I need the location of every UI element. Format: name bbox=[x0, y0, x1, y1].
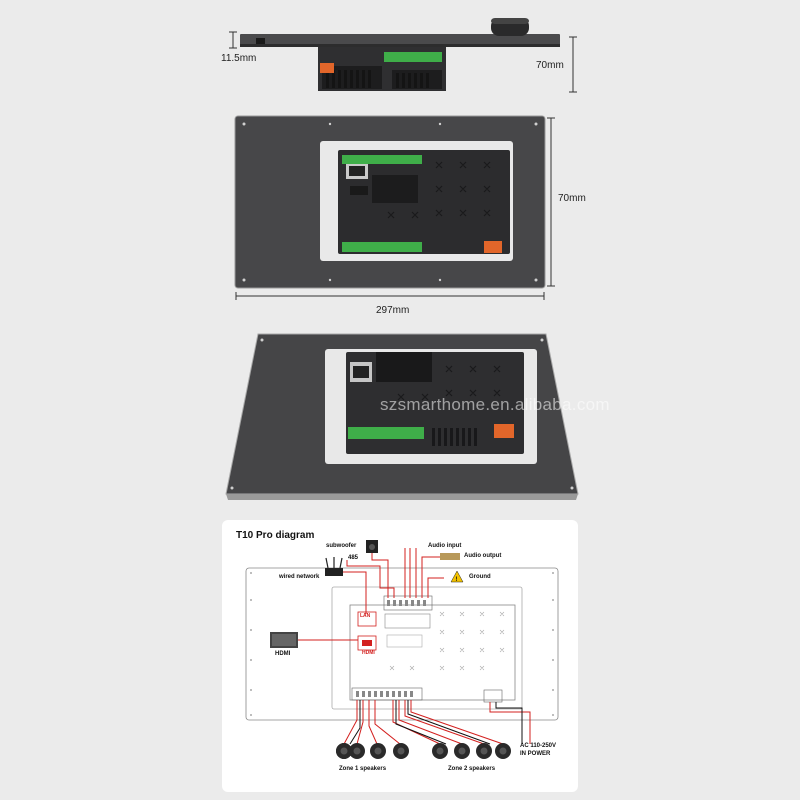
label-hdmi: HDMI bbox=[275, 651, 291, 657]
ground-warning-icon: ! bbox=[450, 570, 464, 583]
label-485: 485 bbox=[348, 555, 359, 561]
height-dimension-label-top: 70mm bbox=[536, 60, 564, 71]
thickness-dimension-label: 11.5mm bbox=[221, 53, 257, 64]
perspective-view-drawing bbox=[225, 333, 579, 500]
label-ac-power-line2: IN POWER bbox=[520, 751, 551, 757]
label-subwoofer: subwoofer bbox=[326, 543, 357, 549]
audio-output-device-icon bbox=[440, 553, 460, 560]
label-audio-output: Audio output bbox=[464, 553, 502, 559]
watermark-text: szsmarthome.en.alibaba.com bbox=[380, 395, 610, 414]
height-dimension-label-back: 70mm bbox=[558, 193, 586, 204]
label-lan-port: LAN bbox=[360, 613, 371, 619]
monitor-icon bbox=[270, 632, 298, 648]
label-ac-power-line1: AC 110-250V bbox=[520, 743, 557, 749]
side-view-drawing bbox=[229, 18, 577, 93]
label-zone1-speakers: Zone 1 speakers bbox=[339, 766, 387, 772]
label-audio-input: Audio input bbox=[428, 543, 462, 549]
label-ground: Ground bbox=[469, 574, 491, 580]
subwoofer-icon bbox=[366, 540, 378, 553]
width-dimension-label: 297mm bbox=[376, 305, 410, 316]
zone2-speakers bbox=[432, 743, 511, 759]
router-icon bbox=[325, 557, 343, 576]
label-wired-network: wired network bbox=[279, 574, 320, 580]
diagram-title: T10 Pro diagram bbox=[236, 530, 315, 541]
zone1-speakers bbox=[336, 743, 409, 759]
back-view-drawing bbox=[234, 115, 555, 300]
label-zone2-speakers: Zone 2 speakers bbox=[448, 766, 496, 772]
svg-text:!: ! bbox=[456, 577, 458, 583]
label-hdmi-port: HDMI bbox=[362, 650, 375, 656]
